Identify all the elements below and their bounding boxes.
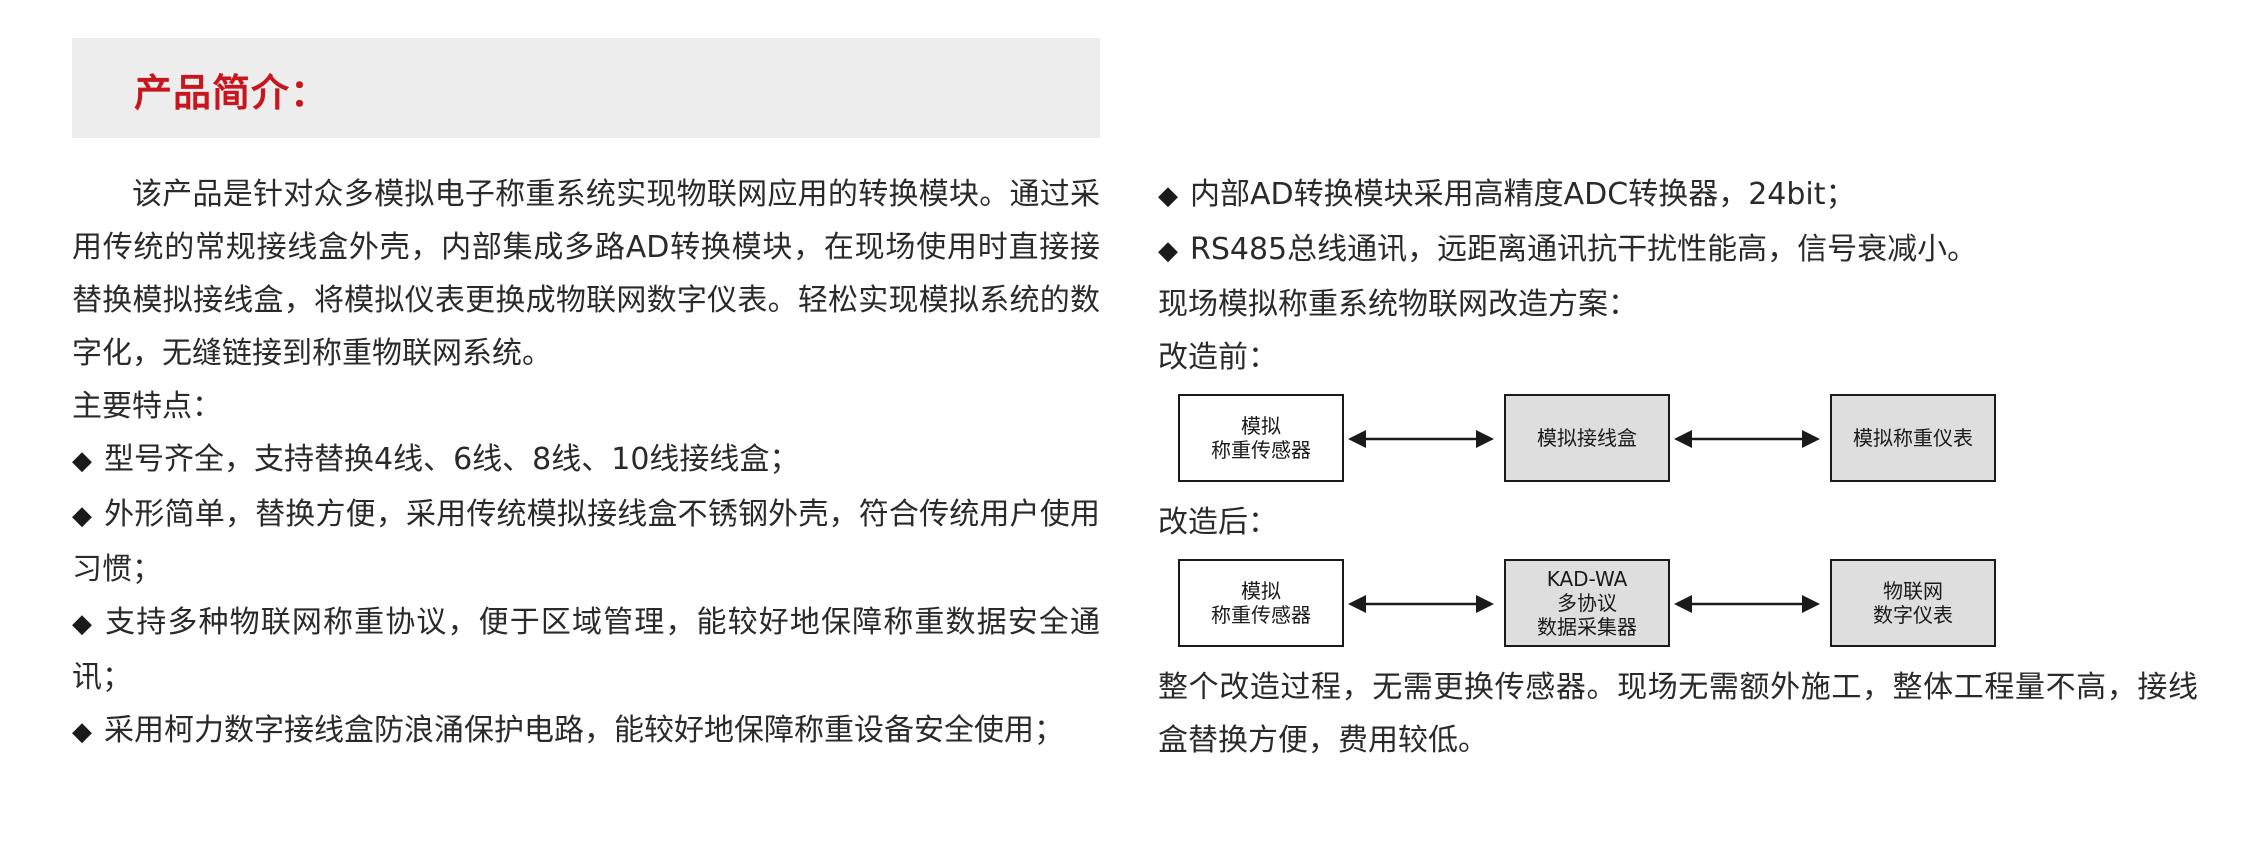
feature-text: 外形简单，替换方便，采用传统模拟接线盒不锈钢外壳，符合传统用户使用习惯； xyxy=(72,497,1100,587)
analog-indicator-box: 模拟称重仪表 xyxy=(1830,394,1996,482)
before-label: 改造前： xyxy=(1158,340,1278,375)
section-title: 产品简介： xyxy=(134,71,330,115)
diamond-bullet-icon: ◆ xyxy=(1158,181,1178,211)
bidirectional-arrow-icon xyxy=(1348,430,1494,448)
feature-text: 内部AD转换模块采用高精度ADC转换器，24bit； xyxy=(1190,177,1856,212)
left-column: 该产品是针对众多模拟电子称重系统实现物联网应用的转换模块。通过采用传统的常规接线… xyxy=(72,168,1100,759)
feature-item: ◆ 采用柯力数字接线盒防浪涌保护电路，能较好地保障称重设备安全使用； xyxy=(72,704,1100,759)
iot-digital-indicator-box: 物联网 数字仪表 xyxy=(1830,559,1996,647)
right-column: ◆ 内部AD转换模块采用高精度ADC转换器，24bit； ◆ RS485总线通讯，远… xyxy=(1158,168,2198,767)
analog-junction-box: 模拟接线盒 xyxy=(1504,394,1670,482)
after-label: 改造后： xyxy=(1158,505,1278,540)
diamond-bullet-icon: ◆ xyxy=(72,609,92,639)
scheme-heading: 现场模拟称重系统物联网改造方案： xyxy=(1158,287,1638,322)
feature-text: RS485总线通讯，远距离通讯抗干扰性能高，信号衰减小。 xyxy=(1190,232,1978,267)
diamond-bullet-icon: ◆ xyxy=(1158,236,1178,266)
analog-load-cell-box: 模拟 称重传感器 xyxy=(1178,394,1344,482)
bidirectional-arrow-icon xyxy=(1674,595,1820,613)
box-line: 模拟称重仪表 xyxy=(1853,426,1973,450)
data-collector-box: KAD-WA 多协议 数据采集器 xyxy=(1504,559,1670,647)
diamond-bullet-icon: ◆ xyxy=(72,501,92,531)
feature-item: ◆支持多种物联网称重协议，便于区域管理，能较好地保障称重数据安全通讯； xyxy=(72,596,1100,704)
feature-text: 采用柯力数字接线盒防浪涌保护电路，能较好地保障称重设备安全使用； xyxy=(104,713,1064,748)
conclusion-paragraph: 整个改造过程，无需更换传感器。现场无需额外施工，整体工程量不高，接线盒替换方便，… xyxy=(1158,670,2198,758)
before-diagram: 模拟 称重传感器 模拟接线盒 模拟称重仪表 xyxy=(1158,386,2038,492)
feature-text: 型号齐全，支持替换4线、6线、8线、10线接线盒； xyxy=(104,442,800,477)
box-line: 模拟 xyxy=(1241,414,1281,438)
feature-text: 支持多种物联网称重协议，便于区域管理，能较好地保障称重数据安全通讯； xyxy=(72,605,1100,695)
box-line: KAD-WA xyxy=(1546,567,1628,591)
box-line: 多协议 xyxy=(1557,591,1617,615)
title-bar: 产品简介： xyxy=(72,38,1100,138)
box-line: 模拟 xyxy=(1241,579,1281,603)
box-line: 称重传感器 xyxy=(1211,603,1311,627)
box-line: 模拟接线盒 xyxy=(1537,426,1637,450)
bidirectional-arrow-icon xyxy=(1674,430,1820,448)
box-line: 物联网 xyxy=(1883,579,1943,603)
analog-load-cell-box: 模拟 称重传感器 xyxy=(1178,559,1344,647)
bidirectional-arrow-icon xyxy=(1348,595,1494,613)
feature-item: ◆ 型号齐全，支持替换4线、6线、8线、10线接线盒； xyxy=(72,433,1100,488)
feature-item: ◆外形简单，替换方便，采用传统模拟接线盒不锈钢外壳，符合传统用户使用习惯； xyxy=(72,488,1100,596)
feature-item: ◆ 内部AD转换模块采用高精度ADC转换器，24bit； xyxy=(1158,168,2198,223)
box-line: 数据采集器 xyxy=(1537,615,1637,639)
feature-item: ◆ RS485总线通讯，远距离通讯抗干扰性能高，信号衰减小。 xyxy=(1158,223,2198,278)
after-diagram: 模拟 称重传感器 KAD-WA 多协议 数据采集器 物联网 数字仪表 xyxy=(1158,551,2038,657)
intro-paragraph: 该产品是针对众多模拟电子称重系统实现物联网应用的转换模块。通过采用传统的常规接线… xyxy=(72,177,1100,371)
diamond-bullet-icon: ◆ xyxy=(72,446,92,476)
box-line: 数字仪表 xyxy=(1873,603,1953,627)
features-heading: 主要特点： xyxy=(72,389,222,424)
box-line: 称重传感器 xyxy=(1211,438,1311,462)
diamond-bullet-icon: ◆ xyxy=(72,717,92,747)
